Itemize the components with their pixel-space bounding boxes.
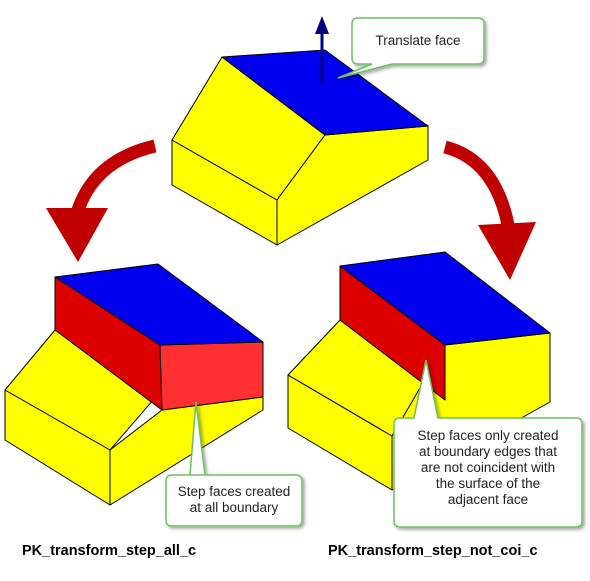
- right-solid-top-face: [339, 251, 551, 346]
- left-solid-top-face: [54, 263, 264, 346]
- step-not-coi-callout-line-2: at boundary edges that: [418, 444, 558, 459]
- step-not-coi-callout-line-3: are not coincident with: [420, 460, 556, 475]
- caption-left: PK_transform_step_all_c: [22, 543, 197, 559]
- step-all-callout-text: Step faces created at all boundary: [166, 484, 302, 516]
- step-all-callout-line-1: Step faces created: [177, 484, 291, 499]
- step-all-callout-line-2: at all boundary: [189, 500, 279, 515]
- translate-arrow: [315, 16, 329, 84]
- step-not-coi-callout-text: Step faces only created at boundary edge…: [394, 428, 582, 508]
- step-not-coi-callout-line-1: Step faces only created: [417, 428, 559, 443]
- left-solid: [4, 263, 264, 506]
- callout-step-all: [165, 401, 303, 527]
- top-solid: [171, 49, 429, 246]
- callout-translate: [337, 17, 485, 79]
- top-solid-end-face: [276, 125, 429, 246]
- left-curved-arrow: [46, 139, 157, 262]
- top-solid-top-face: [221, 49, 429, 136]
- step-not-coi-callout-line-5: adjacent face: [447, 492, 529, 507]
- step-not-coi-callout-line-4: the surface of the: [435, 476, 541, 491]
- translate-callout-text: Translate face: [375, 33, 461, 48]
- right-curved-arrow: [443, 140, 536, 280]
- caption-right: PK_transform_step_not_coi_c: [328, 543, 538, 559]
- callout-step-not-coi: [393, 359, 583, 528]
- left-solid-end-face: [109, 396, 264, 506]
